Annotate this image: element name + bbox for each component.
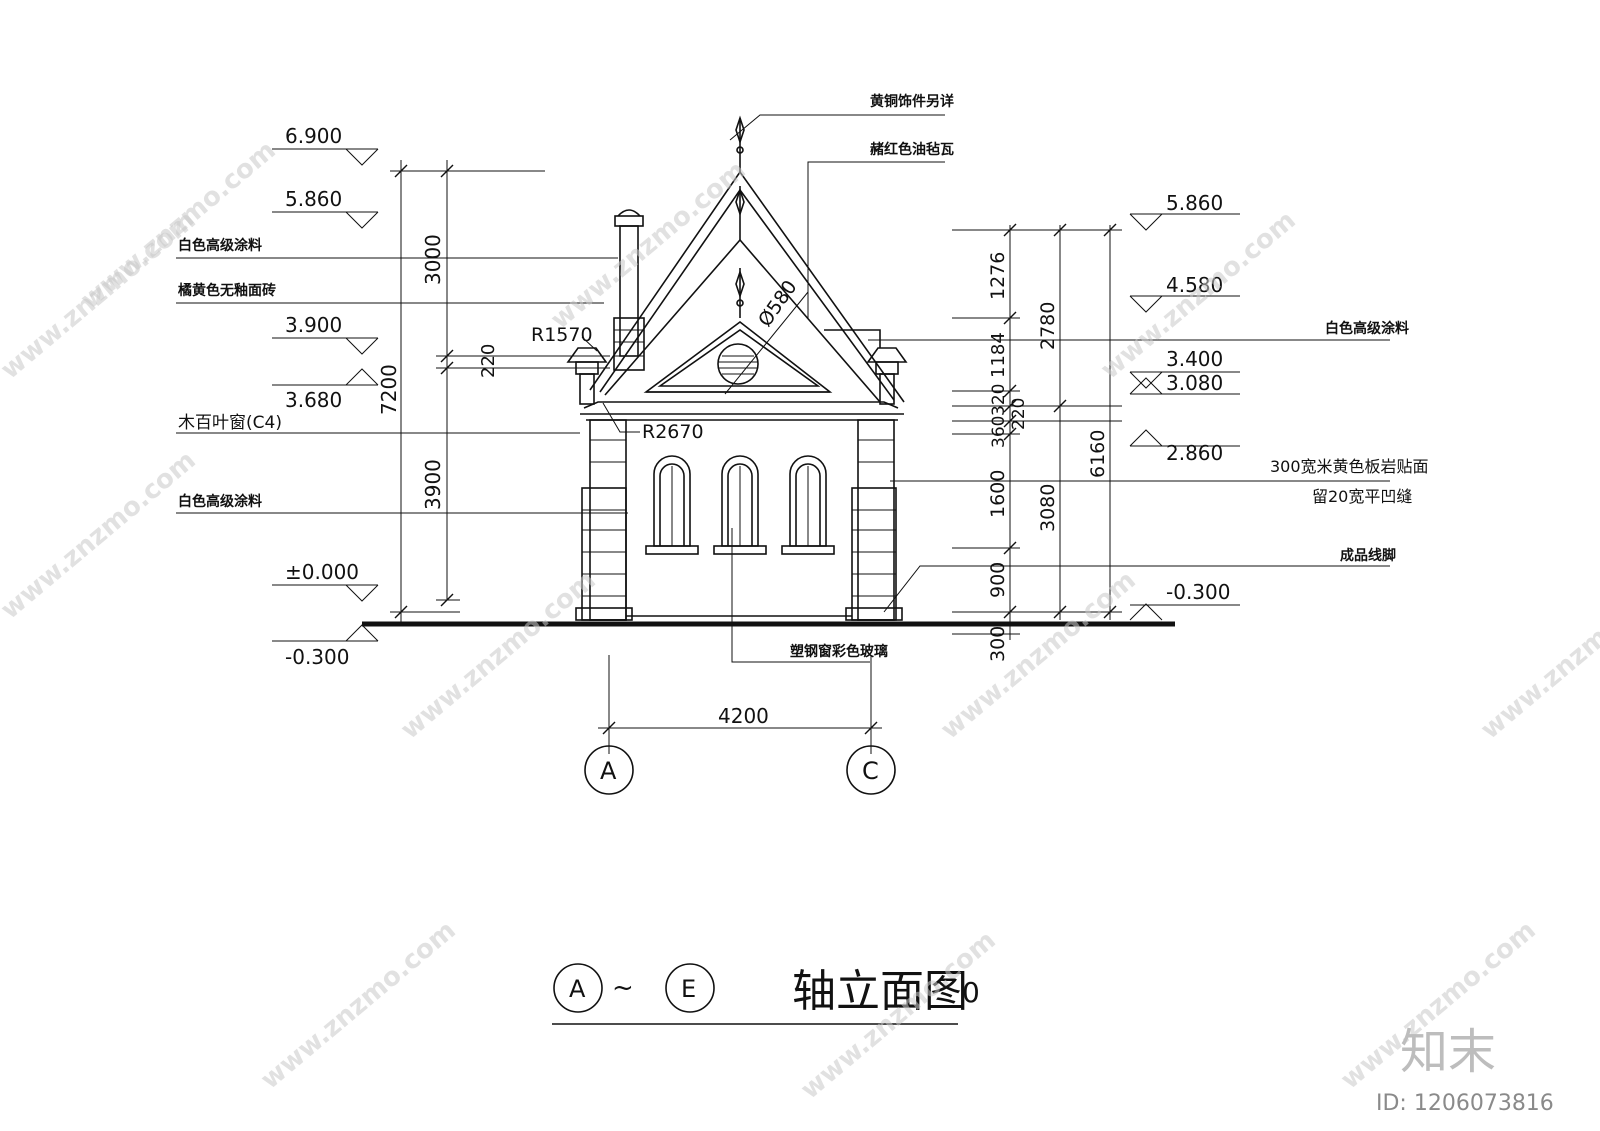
right-notes: 白色高级涂料 300宽米黄色板岩贴面 留20宽平凹缝 成品线脚 xyxy=(868,320,1429,613)
note-window-glass: 塑钢窗彩色玻璃 xyxy=(790,643,888,660)
watermark-7: www.znzmo.com xyxy=(935,565,1141,745)
title-axis-from: A xyxy=(569,975,586,1003)
note-slate-facing: 300宽米黄色板岩贴面 xyxy=(1270,457,1429,476)
note-molding: 成品线脚 xyxy=(1340,547,1396,564)
dim-6160: 6160 xyxy=(1087,430,1109,478)
dim-220-left: 220 xyxy=(478,344,499,378)
note-red-shingle: 赭红色油毡瓦 xyxy=(870,141,954,158)
level-minus-300-left: -0.300 xyxy=(285,645,349,669)
window-center xyxy=(713,455,767,555)
dim-3080: 3080 xyxy=(1037,484,1059,532)
dim-4200: 4200 xyxy=(718,704,769,728)
brand-mark: 知末 ID: 1206073816 xyxy=(1376,1024,1554,1116)
axis-dimension: 4200 A C xyxy=(584,655,896,795)
level-zero: ±0.000 xyxy=(285,560,359,584)
dim-1184: 1184 xyxy=(988,332,1009,378)
watermark-8: www.znzmo.com xyxy=(255,915,461,1095)
note-wood-louver: 木百叶窗(C4) xyxy=(178,413,282,433)
asset-id: ID: 1206073816 xyxy=(1376,1091,1554,1116)
note-groove: 留20宽平凹缝 xyxy=(1312,487,1412,506)
right-dimensions: 1276 2780 1184 360 320 220 6160 1600 308… xyxy=(952,223,1122,662)
level-5860-right: 5.860 xyxy=(1166,191,1223,215)
axis-label-a: A xyxy=(600,757,617,785)
window-right xyxy=(781,455,835,555)
right-level-marks: 5.860 4.580 3.400 3.080 2.860 -0.300 xyxy=(1129,191,1240,621)
watermark-5: www.znzmo.com xyxy=(0,445,202,625)
dim-1276: 1276 xyxy=(987,252,1009,300)
title-scale: 0 xyxy=(962,976,980,1009)
title-text: 轴立面图 xyxy=(792,966,968,1017)
title-axis-to: E xyxy=(681,975,696,1003)
brand-logo-text: 知末 xyxy=(1400,1024,1496,1080)
level-3680: 3.680 xyxy=(285,388,342,412)
dim-360: 360 xyxy=(989,416,1009,448)
dim-3000: 3000 xyxy=(421,234,445,285)
left-notes: 白色高级涂料 橘黄色无釉面砖 木百叶窗(C4) 白色高级涂料 xyxy=(176,237,628,514)
level-3080: 3.080 xyxy=(1166,371,1223,395)
dim-900: 900 xyxy=(987,562,1009,598)
dim-1600: 1600 xyxy=(987,470,1009,518)
level-2860: 2.860 xyxy=(1166,441,1223,465)
watermark-11: www.znzmo.com xyxy=(1475,565,1600,745)
watermark-3: www.znzmo.com xyxy=(545,155,751,335)
dim-300: 300 xyxy=(987,626,1009,662)
axis-label-c: C xyxy=(862,757,879,785)
drawing-title: A ~ E 轴立面图 0 xyxy=(552,963,980,1025)
note-white-paint-bottom: 白色高级涂料 xyxy=(178,493,262,510)
level-3900: 3.900 xyxy=(285,313,342,337)
note-white-paint-right: 白色高级涂料 xyxy=(1325,320,1409,337)
note-brass-ornament: 黄铜饰件另详 xyxy=(870,93,954,110)
dim-2780: 2780 xyxy=(1037,302,1059,350)
dim-320: 320 xyxy=(989,384,1009,416)
level-4580: 4.580 xyxy=(1166,273,1223,297)
watermark-6: www.znzmo.com xyxy=(395,565,601,745)
radius-2670: R2670 xyxy=(642,421,704,443)
level-5860-left: 5.860 xyxy=(285,187,342,211)
bottom-note: 塑钢窗彩色玻璃 xyxy=(731,528,888,663)
dim-7200: 7200 xyxy=(377,364,401,415)
note-white-paint-top: 白色高级涂料 xyxy=(178,237,262,254)
radius-1570: R1570 xyxy=(531,324,593,346)
dim-220-right: 220 xyxy=(1009,398,1029,430)
level-minus-300-right: -0.300 xyxy=(1166,580,1230,604)
note-orange-tile: 橘黄色无釉面砖 xyxy=(177,282,276,299)
left-dimensions: 3000 220 7200 3900 xyxy=(377,160,610,624)
level-6900: 6.900 xyxy=(285,124,342,148)
title-separator: ~ xyxy=(612,973,634,1003)
window-left xyxy=(645,455,699,555)
watermarks: www.znzmo.com www.znzmo.com www.znzmo.co… xyxy=(0,135,1600,1105)
left-level-marks: 6.900 5.860 3.900 3.680 ±0.000 -0.300 xyxy=(272,124,379,669)
building-elevation xyxy=(362,115,1175,627)
dim-3900: 3900 xyxy=(421,459,445,510)
level-3400: 3.400 xyxy=(1166,347,1223,371)
